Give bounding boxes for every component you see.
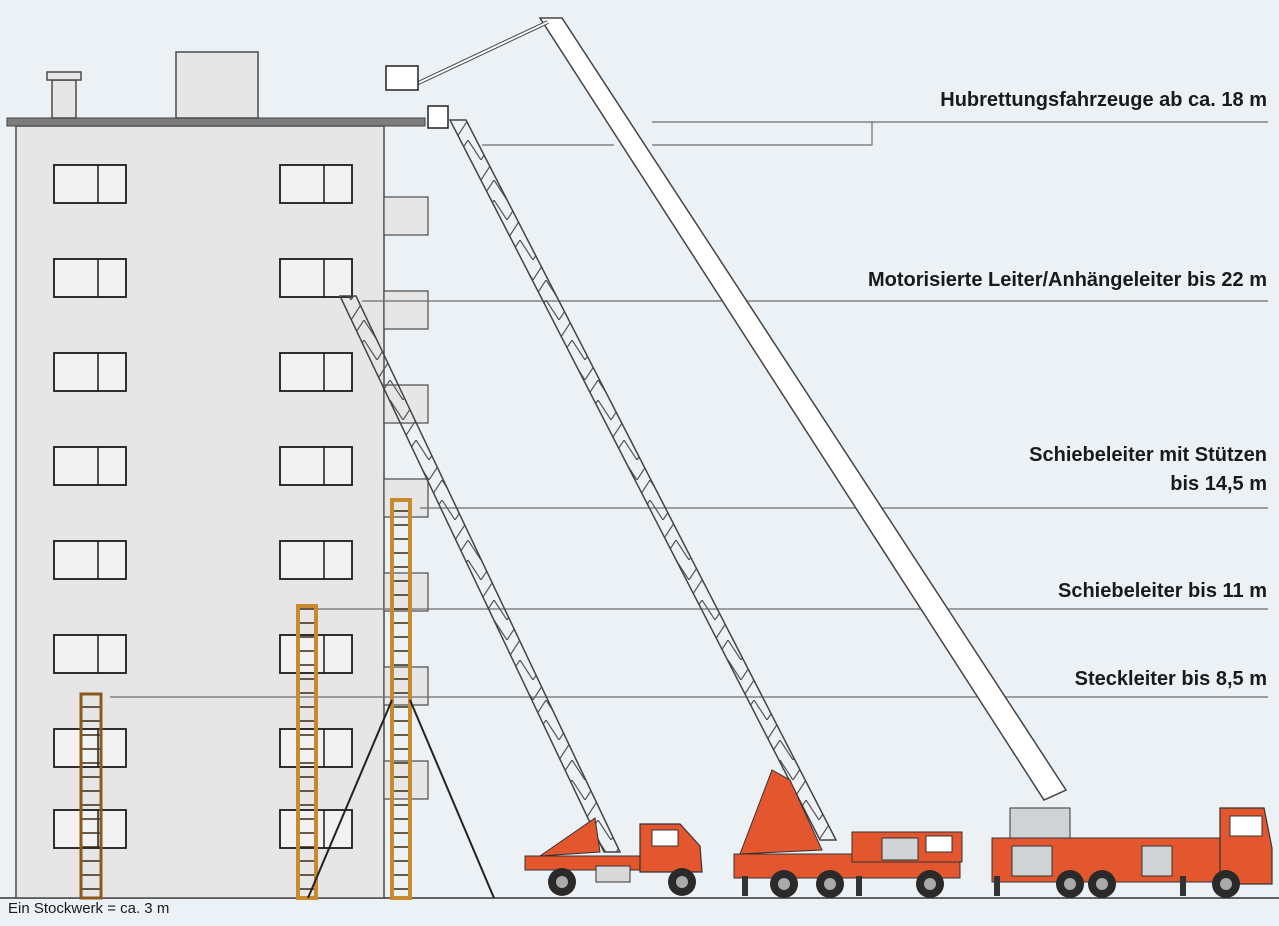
schiebeleiter-mit-stuetzen xyxy=(307,498,495,900)
drehleiter-truck xyxy=(427,105,963,898)
anhaengeleiter-truck xyxy=(338,295,703,896)
hubrettung-truck xyxy=(385,17,1273,898)
window xyxy=(279,446,353,486)
balcony xyxy=(383,290,429,330)
roof-structure xyxy=(175,51,259,119)
window xyxy=(53,352,127,392)
label-schiebeleiter: Schiebeleiter bis 11 m xyxy=(1058,580,1267,602)
roof-edge xyxy=(6,117,426,127)
balcony xyxy=(383,196,429,236)
label-schiebeleiter-stuetzen-line2: bis 14,5 m xyxy=(1170,473,1267,495)
window xyxy=(53,258,127,298)
rescue-basket xyxy=(385,65,419,91)
rescue-cage xyxy=(427,105,449,129)
window xyxy=(53,540,127,580)
label-steckleiter: Steckleiter bis 8,5 m xyxy=(1074,668,1267,690)
window xyxy=(53,446,127,486)
window xyxy=(279,540,353,580)
window xyxy=(279,258,353,298)
label-motorisierte-leiter: Motorisierte Leiter/Anhängeleiter bis 22… xyxy=(868,269,1267,291)
window xyxy=(279,352,353,392)
window xyxy=(53,164,127,204)
roof-chimney xyxy=(46,71,82,119)
label-hubrettung: Hubrettungsfahrzeuge ab ca. 18 m xyxy=(940,89,1267,111)
label-schiebeleiter-stuetzen-line1: Schiebeleiter mit Stützen xyxy=(1029,444,1267,466)
window xyxy=(279,164,353,204)
steckleiter xyxy=(79,692,103,900)
schiebeleiter xyxy=(296,604,318,900)
footnote-stockwerk: Ein Stockwerk = ca. 3 m xyxy=(8,900,170,917)
window xyxy=(53,634,127,674)
building xyxy=(6,51,429,899)
